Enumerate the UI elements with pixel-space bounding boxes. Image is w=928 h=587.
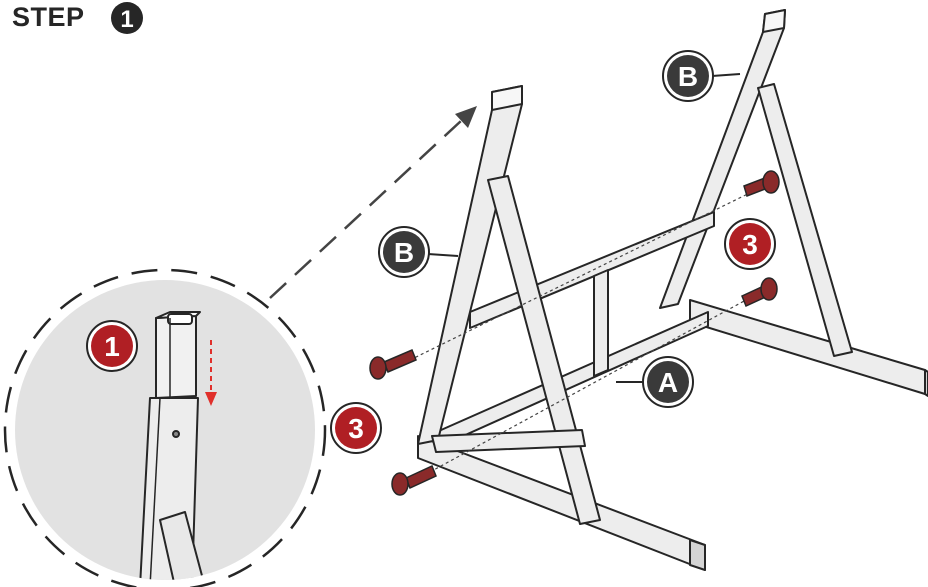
svg-text:3: 3 xyxy=(348,413,364,444)
step-number-badge: 1 xyxy=(111,2,143,34)
callout-part-b-right: B xyxy=(662,50,741,102)
dashed-arrow-icon xyxy=(269,106,477,299)
bolt-icon xyxy=(741,277,778,308)
svg-text:3: 3 xyxy=(742,229,758,260)
bolt-guide-lines xyxy=(409,182,771,473)
svg-text:B: B xyxy=(678,61,698,92)
svg-text:B: B xyxy=(394,237,414,268)
svg-text:A: A xyxy=(658,367,678,398)
frame xyxy=(417,9,928,571)
callout-step-1: 1 xyxy=(86,320,138,372)
svg-text:1: 1 xyxy=(104,331,120,362)
bolt-icon xyxy=(391,464,437,496)
svg-text:1: 1 xyxy=(120,6,133,33)
detail-zoom xyxy=(3,268,327,587)
down-arrow-icon xyxy=(205,340,217,406)
bolt-icon xyxy=(743,170,780,197)
callout-step-3-left: 3 xyxy=(330,402,382,454)
step-heading: STEP xyxy=(12,2,85,33)
callout-part-b-left: B xyxy=(378,226,459,278)
callout-step-3-right: 3 xyxy=(724,218,776,270)
callout-part-a: A xyxy=(616,356,694,408)
step-word: STEP xyxy=(12,2,85,32)
bolt-icon xyxy=(369,349,417,380)
